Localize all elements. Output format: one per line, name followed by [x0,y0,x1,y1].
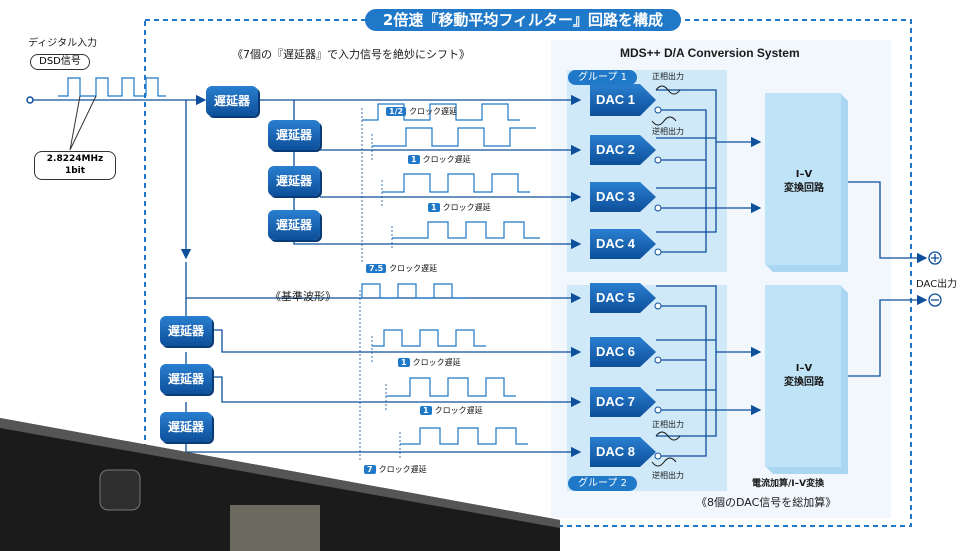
dac-label: DAC 1 [596,92,636,107]
input-format: DSD信号 [30,54,90,70]
iv-subtitle: 変換回路 [784,183,824,194]
clock-tag-text: クロック遅延 [389,264,438,273]
clock-tag-text: クロック遅延 [434,406,483,415]
iv-subtitle: 変換回路 [784,377,824,388]
iv-box-2 [765,285,841,467]
input-rate-value: 2.8224MHz [46,154,104,164]
diagram-title: 2倍速『移動平均フィルター』回路を構成 [365,9,681,31]
negative-output-label: 逆相出力 [652,127,684,136]
clock-tag-num: 1/2 [386,107,407,116]
delay-unit: 遅延器 [160,412,212,442]
clock-tag-num: 1 [408,155,420,164]
delay-unit: 遅延器 [160,316,212,346]
clock-tag-text: クロック遅延 [378,465,427,474]
clock-tag-num: 1 [428,203,440,212]
clock-tag-text: クロック遅延 [412,358,461,367]
group-label: グループ 2 [568,476,637,491]
iv-title: I–V [795,169,813,180]
clock-tag-num: 7 [364,465,376,474]
delay-unit: 遅延器 [160,364,212,394]
delay-unit: 遅延器 [268,166,320,196]
dac-label: DAC 2 [596,142,636,157]
input-bits: 1bit [64,166,86,176]
dac-label: DAC 8 [596,444,636,459]
input-label: ディジタル入力 [28,38,98,49]
total-note: 《8個のDAC信号を総加算》 [696,496,837,509]
input-rate: 2.8224MHz 1bit [34,151,116,180]
system-title: MDS++ D/A Conversion System [620,46,800,60]
iv-box-1 [765,93,841,265]
dac-label: DAC 4 [596,236,636,251]
dac-output-label: DAC出力 [916,279,958,290]
sum-label: 電流加算/I–V変換 [752,479,825,489]
clock-tag-num: 7.5 [366,264,387,273]
clock-tag-text: クロック遅延 [422,155,471,164]
shift-note: 《7個の『遅延器』で入力信号を絶妙にシフト》 [232,48,470,61]
dac-label: DAC 5 [596,290,636,305]
clock-tag-num: 1 [398,358,410,367]
delay-unit: 遅延器 [206,86,258,116]
dac-label: DAC 3 [596,189,636,204]
delay-unit: 遅延器 [268,210,320,240]
positive-output-label: 正相出力 [652,72,684,81]
clock-tag-num: 1 [420,406,432,415]
iv-title: I–V [795,363,813,374]
reference-label: 《基準波形》 [270,290,336,303]
dac-label: DAC 7 [596,394,636,409]
delay-unit: 遅延器 [268,120,320,150]
dac-label: DAC 6 [596,344,636,359]
clock-tag-text: クロック遅延 [442,203,491,212]
iv-label: I–V 変換回路 [765,362,843,390]
positive-output-label: 正相出力 [652,420,684,429]
clock-tag-text: クロック遅延 [409,107,458,116]
negative-output-label: 逆相出力 [652,471,684,480]
group-label: グループ 1 [568,70,637,85]
iv-label: I–V 変換回路 [765,168,843,196]
